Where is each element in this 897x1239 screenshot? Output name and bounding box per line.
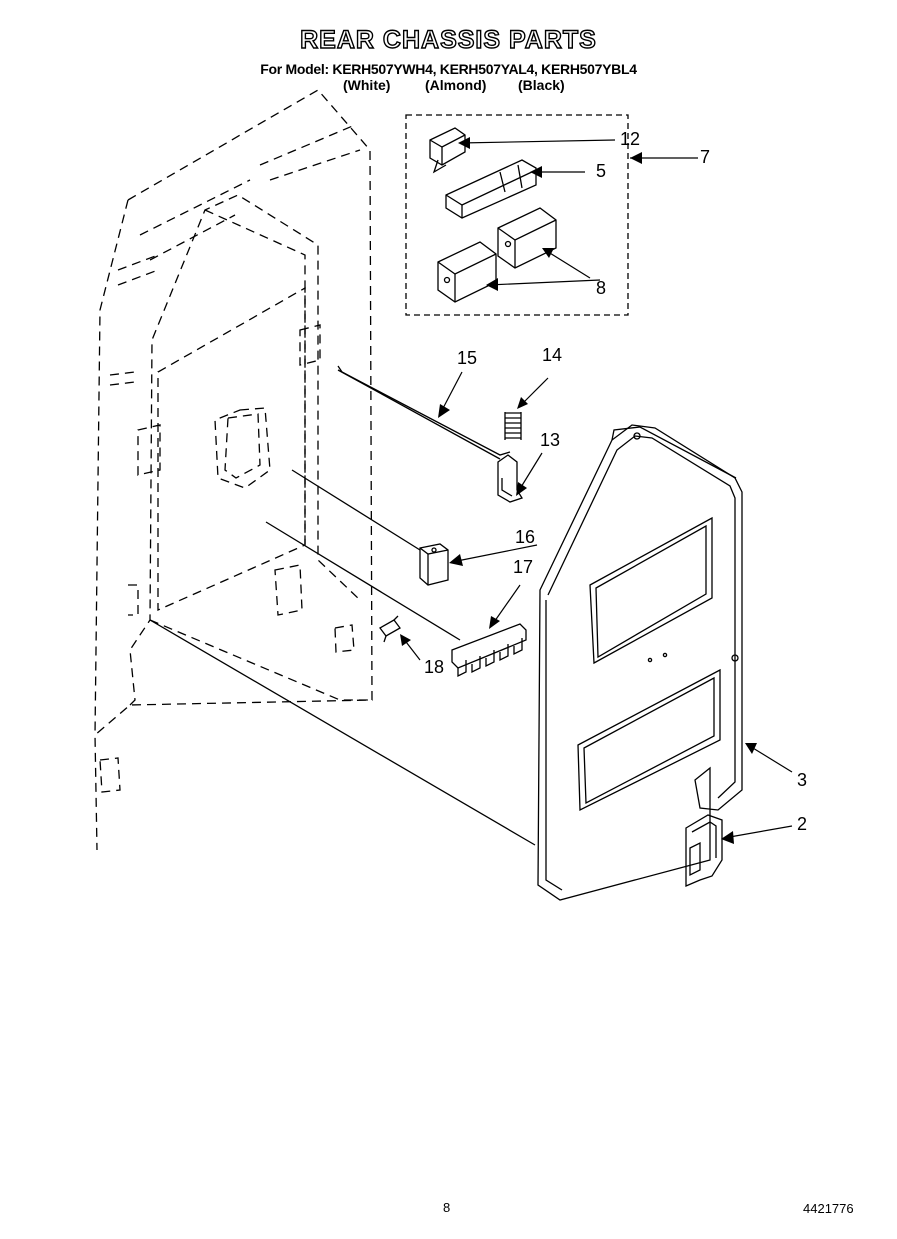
model-numbers: For Model: KERH507YWH4, KERH507YAL4, KER… — [260, 61, 637, 77]
callout-15: 15 — [457, 348, 478, 368]
part-12-clip — [429, 127, 466, 174]
callout-5: 5 — [596, 161, 607, 181]
arrowheads — [400, 137, 757, 844]
color-black-label: (Black) — [518, 77, 565, 93]
part-14-spring — [504, 412, 522, 440]
callout-7: 7 — [700, 147, 711, 167]
part-8-block-upper — [497, 207, 557, 269]
part-2-cover — [685, 814, 723, 887]
part-16-block — [265, 469, 461, 641]
part-5-bracket — [445, 159, 537, 219]
page-number: 8 — [443, 1200, 451, 1215]
part-8-block-lower — [437, 241, 497, 303]
callout-16: 16 — [515, 527, 536, 547]
callout-18: 18 — [424, 657, 445, 677]
callout-17: 17 — [513, 557, 534, 577]
color-almond-label: (Almond) — [425, 77, 487, 93]
callout-8: 8 — [596, 278, 607, 298]
callout-2: 2 — [797, 814, 808, 834]
callout-3: 3 — [797, 770, 808, 790]
part-17-terminal-block — [451, 623, 527, 678]
part-15-rod — [337, 365, 511, 460]
part-13-bracket — [497, 454, 523, 503]
callout-12: 12 — [620, 129, 641, 149]
document-number: 4421776 — [803, 1201, 854, 1216]
bracket-kit-box — [405, 114, 629, 316]
page-title: REAR CHASSIS PARTS — [299, 25, 597, 54]
range-body-phantom — [94, 89, 373, 851]
color-white-label: (White) — [343, 77, 391, 93]
part-3-rear-panel — [149, 424, 743, 901]
callout-14: 14 — [542, 345, 563, 365]
leader-lines — [402, 139, 793, 839]
callout-13: 13 — [540, 430, 561, 450]
part-18-clip — [379, 615, 401, 643]
